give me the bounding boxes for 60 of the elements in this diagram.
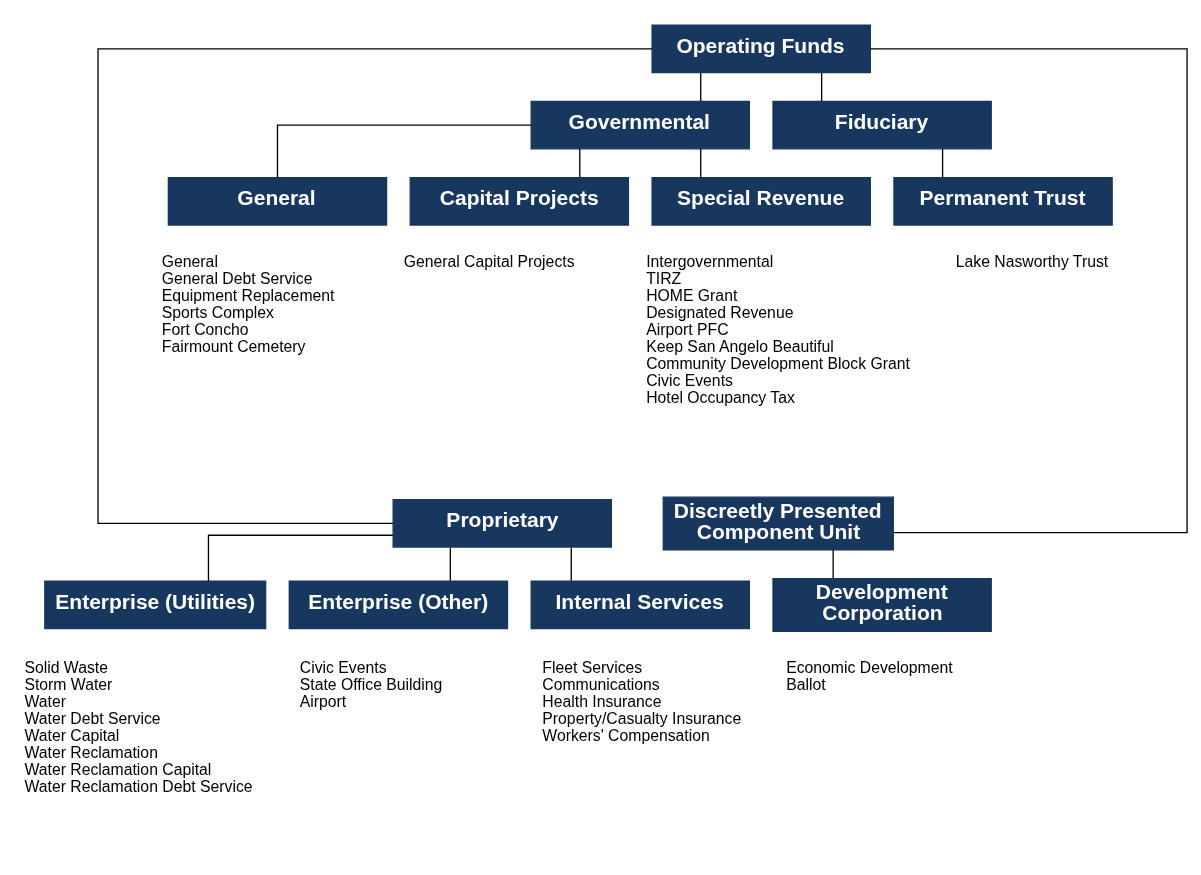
connector — [570, 546, 572, 581]
node-box: Operating Funds — [651, 24, 871, 73]
node-label: Fort Concho — [161, 320, 249, 338]
node-label: Airport PFC — [646, 320, 729, 338]
node-label: Water Reclamation Debt Service — [24, 777, 253, 795]
node-box: Proprietary — [392, 498, 612, 548]
node-box: Fiduciary — [772, 100, 992, 149]
node-label: Lake Nasworthy Trust — [955, 252, 1109, 270]
node-label: Water Debt Service — [24, 709, 161, 727]
node-label: Water Capital — [24, 726, 120, 744]
node-label: Health Insurance — [542, 692, 662, 710]
connector — [579, 147, 581, 178]
connector — [869, 47, 1188, 533]
node-label: Water Reclamation — [24, 743, 158, 761]
node-label: Equipment Replacement — [161, 286, 335, 304]
connector — [941, 147, 944, 178]
node-box: Enterprise (Other) — [288, 580, 509, 629]
node-label: Storm Water — [24, 675, 113, 693]
node-label: Communications — [542, 675, 660, 693]
node-box: Development Corporation — [772, 577, 992, 632]
node-label: HOME Grant — [646, 286, 738, 304]
node-box: Permanent Trust — [893, 176, 1113, 226]
node-label: General Capital Projects — [403, 252, 575, 270]
node-label: Property/Casualty Insurance — [542, 709, 742, 727]
node-label: Hotel Occupancy Tax — [646, 388, 795, 406]
node-label: Airport — [299, 692, 347, 710]
node-label: Fairmount Cemetery — [161, 337, 306, 355]
node-label: Ballot — [786, 675, 826, 693]
node-label: General — [161, 252, 218, 270]
node-label: Civic Events — [646, 371, 733, 389]
connector — [700, 71, 702, 102]
node-label: Economic Development — [786, 658, 953, 676]
node-label: Community Development Block Grant — [646, 354, 910, 372]
connector — [276, 124, 532, 178]
connector — [832, 548, 834, 579]
node-box: Capital Projects — [409, 176, 630, 226]
node-box: Special Revenue — [651, 176, 871, 226]
connector — [449, 546, 451, 581]
connector — [821, 71, 823, 102]
node-box: Enterprise (Utilities) — [44, 580, 267, 629]
node-label: Workers' Compensation — [542, 726, 710, 744]
node-label: Designated Revenue — [646, 303, 794, 321]
node-label: Civic Events — [299, 658, 387, 676]
node-label: Sports Complex — [161, 303, 274, 321]
node-label: State Office Building — [299, 675, 443, 693]
node-label: Water Reclamation Capital — [24, 760, 212, 778]
connector — [700, 147, 702, 178]
node-label: Solid Waste — [24, 658, 108, 676]
node-label: Keep San Angelo Beautiful — [646, 337, 834, 355]
connector — [207, 534, 394, 582]
node-label: TIRZ — [646, 269, 682, 287]
node-box: Internal Services — [530, 580, 750, 629]
connector — [97, 47, 653, 524]
node-label: General Debt Service — [161, 269, 313, 287]
node-label: Intergovernmental — [646, 252, 774, 270]
node-box: Discreetly Presented Component Unit — [662, 496, 894, 550]
node-label: Water — [24, 692, 66, 710]
node-box: Governmental — [530, 100, 750, 149]
node-label: Fleet Services — [542, 658, 643, 676]
node-box: General — [167, 176, 388, 226]
